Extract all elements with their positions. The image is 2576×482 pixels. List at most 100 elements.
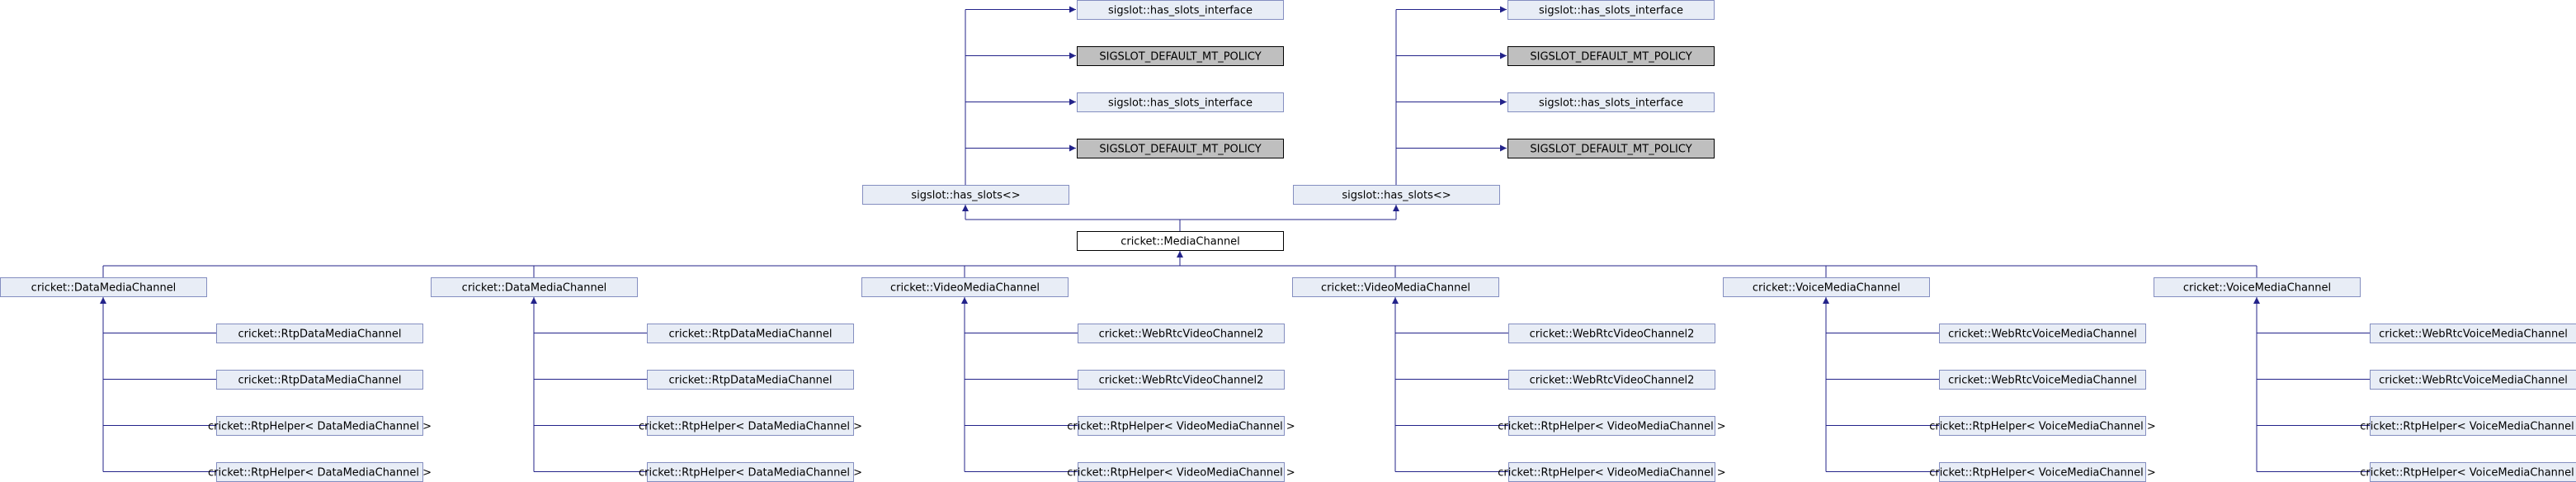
class-node-data-b-c3[interactable]: cricket::RtpHelper< DataMediaChannel > <box>639 416 862 436</box>
class-label: SIGSLOT_DEFAULT_MT_POLICY <box>1530 144 1691 156</box>
class-box <box>216 324 423 343</box>
inheritance-edges <box>100 6 2370 472</box>
class-node-video-a[interactable]: cricket::VideoMediaChannel <box>861 277 1069 297</box>
class-label: cricket::RtpHelper< VideoMediaChannel > <box>1067 467 1295 480</box>
class-box <box>1939 416 2146 436</box>
class-node-hsi-4[interactable]: sigslot::has_slots_interface <box>1507 92 1715 112</box>
class-label: sigslot::has_slots_interface <box>1108 5 1253 17</box>
class-node-video-b[interactable]: cricket::VideoMediaChannel <box>1292 277 1499 297</box>
class-node-voice-b-c4[interactable]: cricket::RtpHelper< VoiceMediaChannel > <box>2360 462 2576 482</box>
class-label: cricket::VoiceMediaChannel <box>2183 282 2331 295</box>
class-label: cricket::MediaChannel <box>1121 236 1240 248</box>
class-node-data-b-c2[interactable]: cricket::RtpDataMediaChannel <box>647 370 854 390</box>
class-label: cricket::RtpHelper< VoiceMediaChannel > <box>1929 467 2156 480</box>
class-node-video-b-c1[interactable]: cricket::WebRtcVideoChannel2 <box>1508 324 1715 343</box>
class-box <box>1508 324 1715 343</box>
class-node-pol-4[interactable]: SIGSLOT_DEFAULT_MT_POLICY <box>1507 139 1715 158</box>
class-node-voice-b-c3[interactable]: cricket::RtpHelper< VoiceMediaChannel > <box>2360 416 2576 436</box>
class-box <box>1507 0 1715 20</box>
class-box <box>431 277 638 297</box>
class-node-voice-b[interactable]: cricket::VoiceMediaChannel <box>2154 277 2361 297</box>
class-label: sigslot::has_slots_interface <box>1108 97 1253 110</box>
class-label: cricket::RtpHelper< DataMediaChannel > <box>639 467 862 480</box>
class-label: cricket::RtpHelper< DataMediaChannel > <box>208 467 432 480</box>
class-box <box>1077 46 1284 66</box>
class-label: cricket::DataMediaChannel <box>31 282 177 295</box>
class-box <box>862 185 1069 205</box>
class-label: cricket::DataMediaChannel <box>462 282 607 295</box>
class-node-hsi-3[interactable]: sigslot::has_slots_interface <box>1507 0 1715 20</box>
class-box <box>216 370 423 390</box>
class-label: cricket::RtpHelper< VoiceMediaChannel > <box>2360 467 2576 480</box>
class-node-hsi-1[interactable]: sigslot::has_slots_interface <box>1077 0 1284 20</box>
class-node-video-b-c2[interactable]: cricket::WebRtcVideoChannel2 <box>1508 370 1715 390</box>
class-label: cricket::VoiceMediaChannel <box>1753 282 1900 295</box>
class-node-data-a[interactable]: cricket::DataMediaChannel <box>0 277 207 297</box>
class-label: sigslot::has_slots_interface <box>1539 97 1683 110</box>
class-node-hs-left[interactable]: sigslot::has_slots<> <box>862 185 1069 205</box>
class-box <box>1507 46 1715 66</box>
class-label: cricket::RtpDataMediaChannel <box>668 328 832 341</box>
class-label: SIGSLOT_DEFAULT_MT_POLICY <box>1099 144 1261 156</box>
class-box <box>1507 139 1715 158</box>
class-label: cricket::RtpDataMediaChannel <box>238 328 401 341</box>
class-box <box>1507 92 1715 112</box>
class-label: cricket::RtpHelper< VideoMediaChannel > <box>1498 467 1725 480</box>
class-label: cricket::RtpDataMediaChannel <box>668 375 832 387</box>
class-box <box>216 416 423 436</box>
class-box <box>0 277 207 297</box>
class-label: sigslot::has_slots<> <box>1342 190 1451 202</box>
class-node-video-a-c2[interactable]: cricket::WebRtcVideoChannel2 <box>1078 370 1285 390</box>
class-box <box>1293 185 1500 205</box>
class-box <box>647 370 854 390</box>
class-box <box>1077 139 1284 158</box>
class-label: cricket::RtpHelper< VideoMediaChannel > <box>1067 421 1295 433</box>
class-box <box>861 277 1069 297</box>
class-node-voice-a-c1[interactable]: cricket::WebRtcVoiceMediaChannel <box>1939 324 2146 343</box>
class-node-pol-2[interactable]: SIGSLOT_DEFAULT_MT_POLICY <box>1077 139 1284 158</box>
class-node-pol-3[interactable]: SIGSLOT_DEFAULT_MT_POLICY <box>1507 46 1715 66</box>
class-box <box>1292 277 1499 297</box>
class-node-data-a-c3[interactable]: cricket::RtpHelper< DataMediaChannel > <box>208 416 432 436</box>
class-node-video-b-c3[interactable]: cricket::RtpHelper< VideoMediaChannel > <box>1498 416 1726 436</box>
class-node-pol-1[interactable]: SIGSLOT_DEFAULT_MT_POLICY <box>1077 46 1284 66</box>
class-node-data-a-c4[interactable]: cricket::RtpHelper< DataMediaChannel > <box>208 462 432 482</box>
class-node-voice-a-c4[interactable]: cricket::RtpHelper< VoiceMediaChannel > <box>1929 462 2156 482</box>
class-label: cricket::WebRtcVoiceMediaChannel <box>1948 375 2137 387</box>
class-node-hs-right[interactable]: sigslot::has_slots<> <box>1293 185 1500 205</box>
class-box <box>1078 416 1285 436</box>
class-label: cricket::VideoMediaChannel <box>890 282 1040 295</box>
class-node-voice-b-c1[interactable]: cricket::WebRtcVoiceMediaChannel <box>2370 324 2576 343</box>
class-label: cricket::WebRtcVideoChannel2 <box>1099 328 1264 341</box>
class-node-data-b[interactable]: cricket::DataMediaChannel <box>431 277 638 297</box>
class-label: cricket::WebRtcVideoChannel2 <box>1530 375 1695 387</box>
class-node-data-b-c4[interactable]: cricket::RtpHelper< DataMediaChannel > <box>639 462 862 482</box>
class-node-voice-b-c2[interactable]: cricket::WebRtcVoiceMediaChannel <box>2370 370 2576 390</box>
class-label: cricket::WebRtcVideoChannel2 <box>1530 328 1695 341</box>
class-node-data-b-c1[interactable]: cricket::RtpDataMediaChannel <box>647 324 854 343</box>
class-node-voice-a[interactable]: cricket::VoiceMediaChannel <box>1723 277 1930 297</box>
class-label: SIGSLOT_DEFAULT_MT_POLICY <box>1530 51 1691 64</box>
class-label: sigslot::has_slots_interface <box>1539 5 1683 17</box>
class-label: cricket::RtpHelper< VoiceMediaChannel > <box>1929 421 2156 433</box>
class-node-video-a-c1[interactable]: cricket::WebRtcVideoChannel2 <box>1078 324 1285 343</box>
class-box <box>2370 324 2576 343</box>
class-node-video-a-c3[interactable]: cricket::RtpHelper< VideoMediaChannel > <box>1067 416 1295 436</box>
class-node-media[interactable]: cricket::MediaChannel <box>1077 231 1284 251</box>
class-node-video-b-c4[interactable]: cricket::RtpHelper< VideoMediaChannel > <box>1498 462 1726 482</box>
class-node-data-a-c1[interactable]: cricket::RtpDataMediaChannel <box>216 324 423 343</box>
class-box <box>1077 231 1284 251</box>
class-label: sigslot::has_slots<> <box>911 190 1020 202</box>
class-node-hsi-2[interactable]: sigslot::has_slots_interface <box>1077 92 1284 112</box>
class-node-voice-a-c2[interactable]: cricket::WebRtcVoiceMediaChannel <box>1939 370 2146 390</box>
class-node-video-a-c4[interactable]: cricket::RtpHelper< VideoMediaChannel > <box>1067 462 1295 482</box>
class-label: cricket::RtpHelper< DataMediaChannel > <box>639 421 862 433</box>
class-box <box>1508 416 1715 436</box>
class-label: cricket::RtpHelper< VideoMediaChannel > <box>1498 421 1725 433</box>
class-node-voice-a-c3[interactable]: cricket::RtpHelper< VoiceMediaChannel > <box>1929 416 2156 436</box>
class-node-data-a-c2[interactable]: cricket::RtpDataMediaChannel <box>216 370 423 390</box>
class-box <box>647 416 854 436</box>
class-box <box>2370 416 2576 436</box>
class-label: cricket::RtpHelper< DataMediaChannel > <box>208 421 432 433</box>
